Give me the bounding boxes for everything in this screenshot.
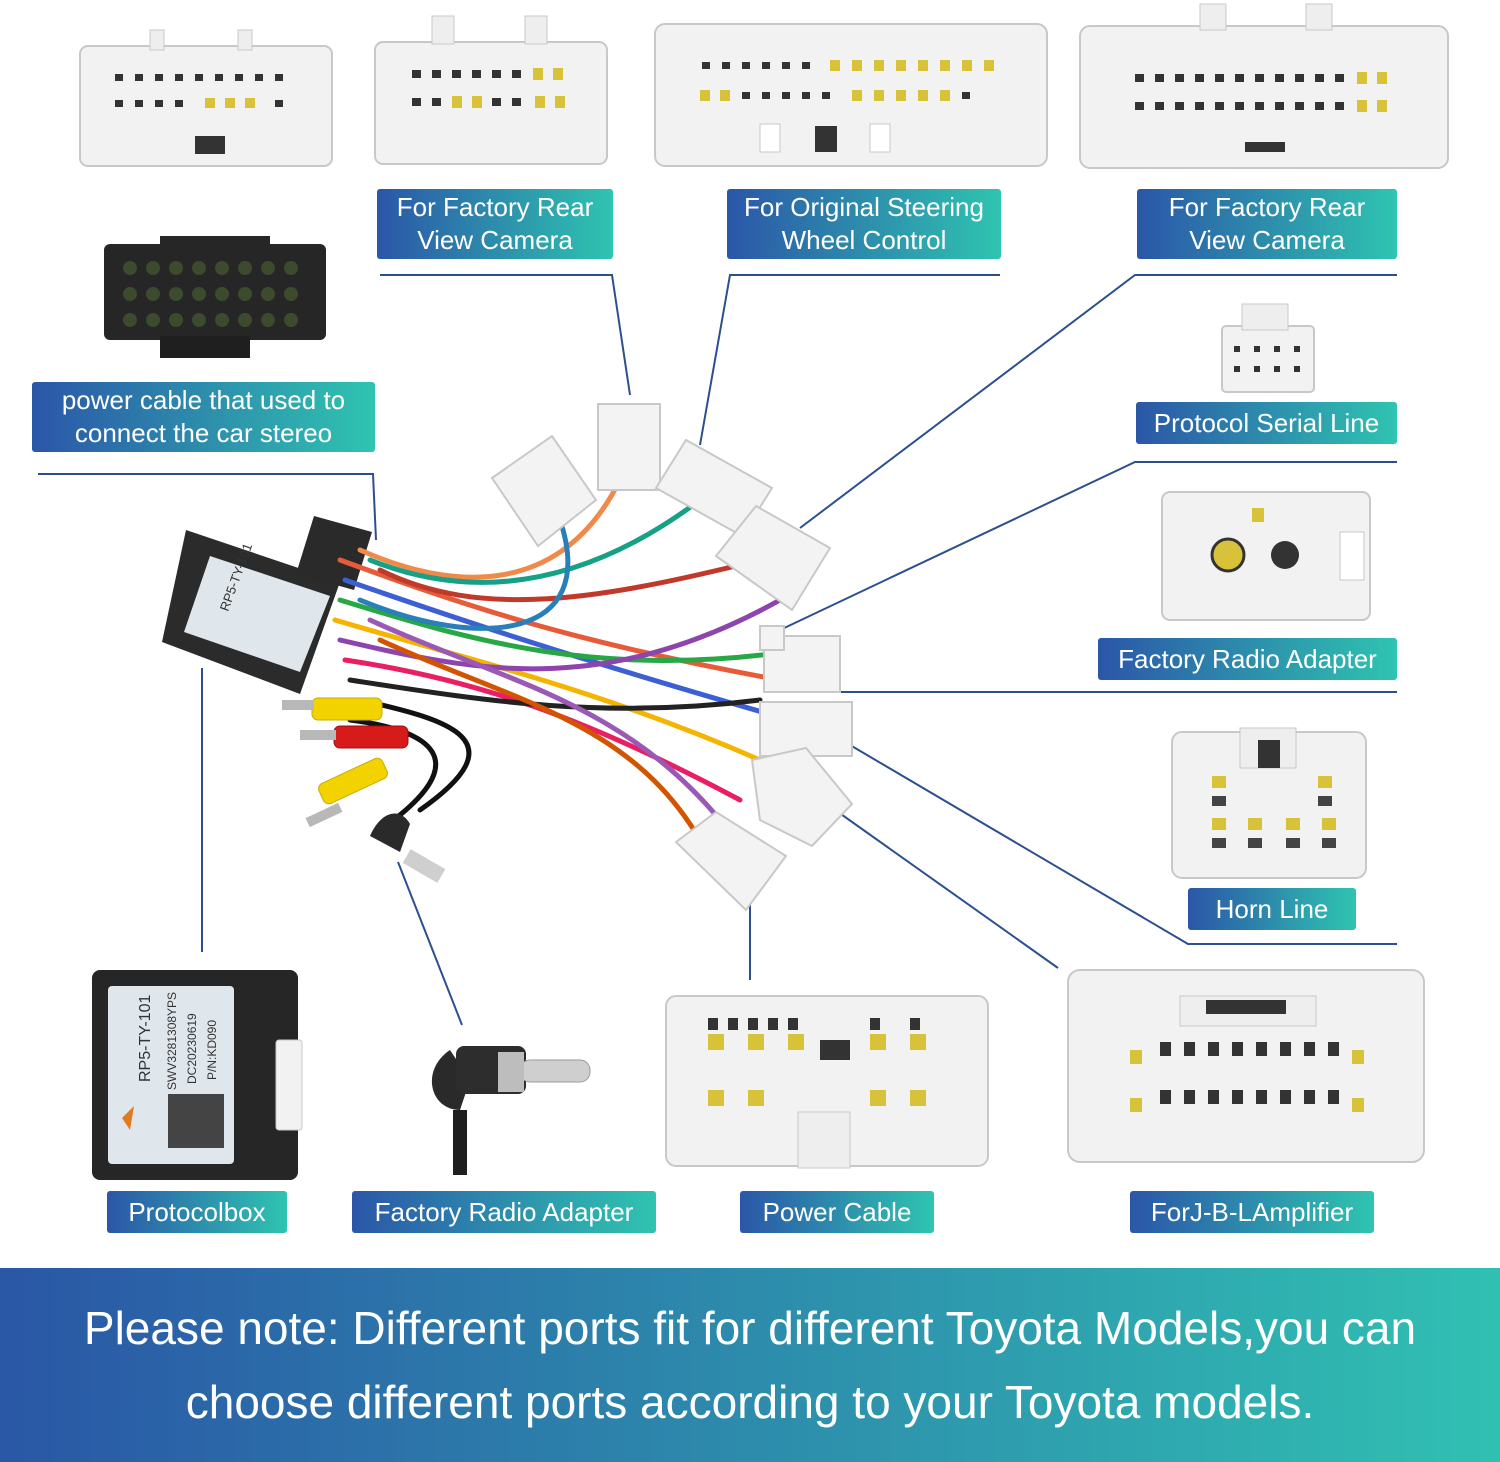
note-line-2: choose different ports according to your… xyxy=(185,1376,1315,1428)
note-line-1: Please note: Different ports fit for dif… xyxy=(83,1302,1417,1354)
rca-plugs xyxy=(282,697,446,883)
svg-text:RP5-TY-101: RP5-TY-101 xyxy=(137,994,154,1082)
connector-top-3 xyxy=(654,23,1048,167)
antenna-adapter-device xyxy=(431,1046,591,1175)
svg-text:P/N:KD090: P/N:KD090 xyxy=(205,1020,219,1080)
power-cable-connector xyxy=(665,995,989,1169)
svg-text:DC20230619: DC20230619 xyxy=(185,1013,199,1084)
horn-line-connector xyxy=(1171,727,1367,879)
harness-illustration: RP5-TY-101 xyxy=(38,3,1449,1180)
label-rear-camera-2: For Factory Rear View Camera xyxy=(1137,189,1397,259)
label-factory-radio-adapter-bottom: Factory Radio Adapter xyxy=(352,1191,656,1233)
svg-text:SWV3281308YPS: SWV3281308YPS xyxy=(165,992,179,1090)
power-connector-black xyxy=(104,236,326,358)
label-horn-line: Horn Line xyxy=(1188,888,1356,930)
protocol-box-device: RP5-TY-101 SWV3281308YPS DC20230619 P/N:… xyxy=(92,970,303,1180)
harness-white-connectors xyxy=(490,403,854,912)
label-protocol-serial-line: Protocol Serial Line xyxy=(1136,402,1397,444)
connector-top-1 xyxy=(79,29,333,167)
protocol-serial-connector xyxy=(1221,303,1315,393)
label-protocolbox: Protocolbox xyxy=(107,1191,287,1233)
factory-radio-connector xyxy=(1161,491,1371,621)
label-power-cable: Power Cable xyxy=(740,1191,934,1233)
label-rear-camera-1: For Factory Rear View Camera xyxy=(377,189,613,259)
connector-top-2 xyxy=(374,15,608,165)
label-factory-radio-adapter-right: Factory Radio Adapter xyxy=(1098,638,1397,680)
wire-bundle xyxy=(332,477,803,843)
label-jbl-amplifier: ForJ-B-LAmplifier xyxy=(1130,1191,1374,1233)
label-power-cable-stereo: power cable that used to connect the car… xyxy=(32,382,375,452)
connector-top-4 xyxy=(1079,3,1449,169)
note-banner: Please note: Different ports fit for dif… xyxy=(0,1268,1500,1462)
harness-protocol-box: RP5-TY-101 xyxy=(162,516,372,694)
label-steering-wheel: For Original Steering Wheel Control xyxy=(727,189,1001,259)
jbl-amplifier-connector xyxy=(1067,969,1425,1163)
